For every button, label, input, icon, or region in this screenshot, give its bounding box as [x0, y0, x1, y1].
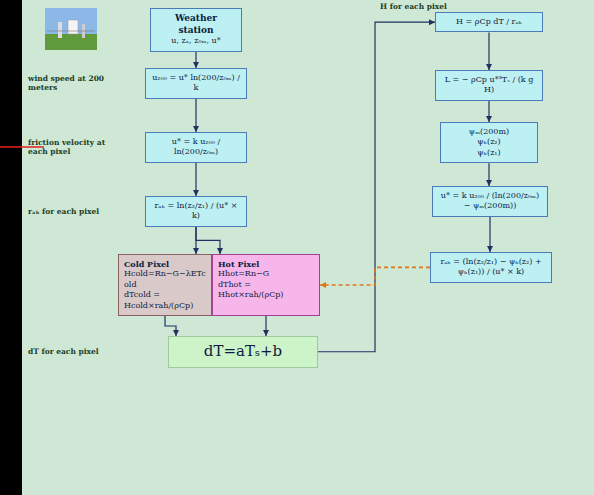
formula-text: ψₕ(z₂) [446, 137, 532, 147]
equation-box: u* = k u₂₀₀ / (ln(200/z₀ₘ) − ψₘ(200m)) [432, 186, 548, 217]
flow-arrow [318, 19, 435, 352]
side-label: dT for each pixel [28, 347, 114, 356]
flow-arrow [486, 32, 492, 70]
cold-pixel-box: Cold PixelHcold=Rn−G−λETcolddTcold = Hco… [118, 254, 212, 316]
feedback-arrow [320, 267, 430, 288]
equation-box: u* = k u₂₀₀ / ln(200/z₀ₘ) [145, 132, 247, 163]
side-label: wind speed at 200 meters [28, 74, 114, 93]
side-label: rₐₕ for each pixel [28, 207, 114, 216]
box-heading: Weather station [156, 13, 236, 36]
flow-arrow [193, 99, 199, 132]
side-label: H for each pixel [380, 2, 440, 11]
flow-arrow [486, 163, 492, 186]
station-box: Weather stationu, zₓ, z₀ₘ, u* [150, 8, 242, 52]
flow-arrow [196, 227, 223, 254]
flow-arrow [193, 52, 199, 68]
formula-text: dTcold = Hcold×rah/(ρCp) [124, 290, 206, 311]
box-heading: Hot Pixel [218, 259, 314, 269]
flow-arrow [487, 217, 493, 252]
weather-station-photo [45, 8, 97, 50]
flow-arrow [486, 101, 492, 122]
formula-text: u* = k u₂₀₀ / ln(200/z₀ₘ) [151, 137, 241, 158]
formula-text: dThot = Hhot×rah/(ρCp) [218, 280, 314, 301]
formula-text: H = ρCp dT / rₐₕ [441, 17, 537, 27]
equation-box: u₂₀₀ = u* ln(200/z₀ₘ) / k [145, 68, 247, 99]
formula-text: ψₘ(200m) [446, 127, 532, 137]
formula-text: rₐₕ = (ln(z₂/z₁) − ψₕ(z₂) + ψₕ(z₁)) / (u… [436, 257, 546, 278]
box-heading: Cold Pixel [124, 259, 206, 269]
formula-text: L = − ρCp u*³Tₛ / (k g H) [441, 75, 537, 96]
formula-text: u₂₀₀ = u* ln(200/z₀ₘ) / k [151, 73, 241, 94]
flow-arrow [193, 163, 199, 196]
formula-text: rₐₕ = ln(z₂/z₁) / (u* × k) [151, 201, 241, 222]
flow-arrow [263, 316, 269, 336]
side-label: friction velocity at each pixel [28, 138, 114, 157]
hot-pixel-box: Hot PixelHhot=Rn−GdThot = Hhot×rah/(ρCp) [212, 254, 320, 316]
formula-text: Hcold=Rn−G−λETcold [124, 269, 206, 290]
formula-text: u* = k u₂₀₀ / (ln(200/z₀ₘ) − ψₘ(200m)) [438, 191, 542, 212]
equation-box: rₐₕ = ln(z₂/z₁) / (u* × k) [145, 196, 247, 227]
result-box: dT=aTₛ+b [168, 336, 318, 368]
formula-text: ψₕ(z₁) [446, 148, 532, 158]
formula-text: dT=aTₛ+b [175, 342, 311, 362]
formula-text: Hhot=Rn−G [218, 269, 314, 279]
flow-arrow [165, 316, 179, 336]
equation-box: rₐₕ = (ln(z₂/z₁) − ψₕ(z₂) + ψₕ(z₁)) / (u… [430, 252, 552, 283]
equation-box: L = − ρCp u*³Tₛ / (k g H) [435, 70, 543, 101]
equation-box: H = ρCp dT / rₐₕ [435, 12, 543, 32]
stability-box: ψₘ(200m)ψₕ(z₂)ψₕ(z₁) [440, 122, 538, 163]
formula-text: u, zₓ, z₀ₘ, u* [156, 36, 236, 46]
